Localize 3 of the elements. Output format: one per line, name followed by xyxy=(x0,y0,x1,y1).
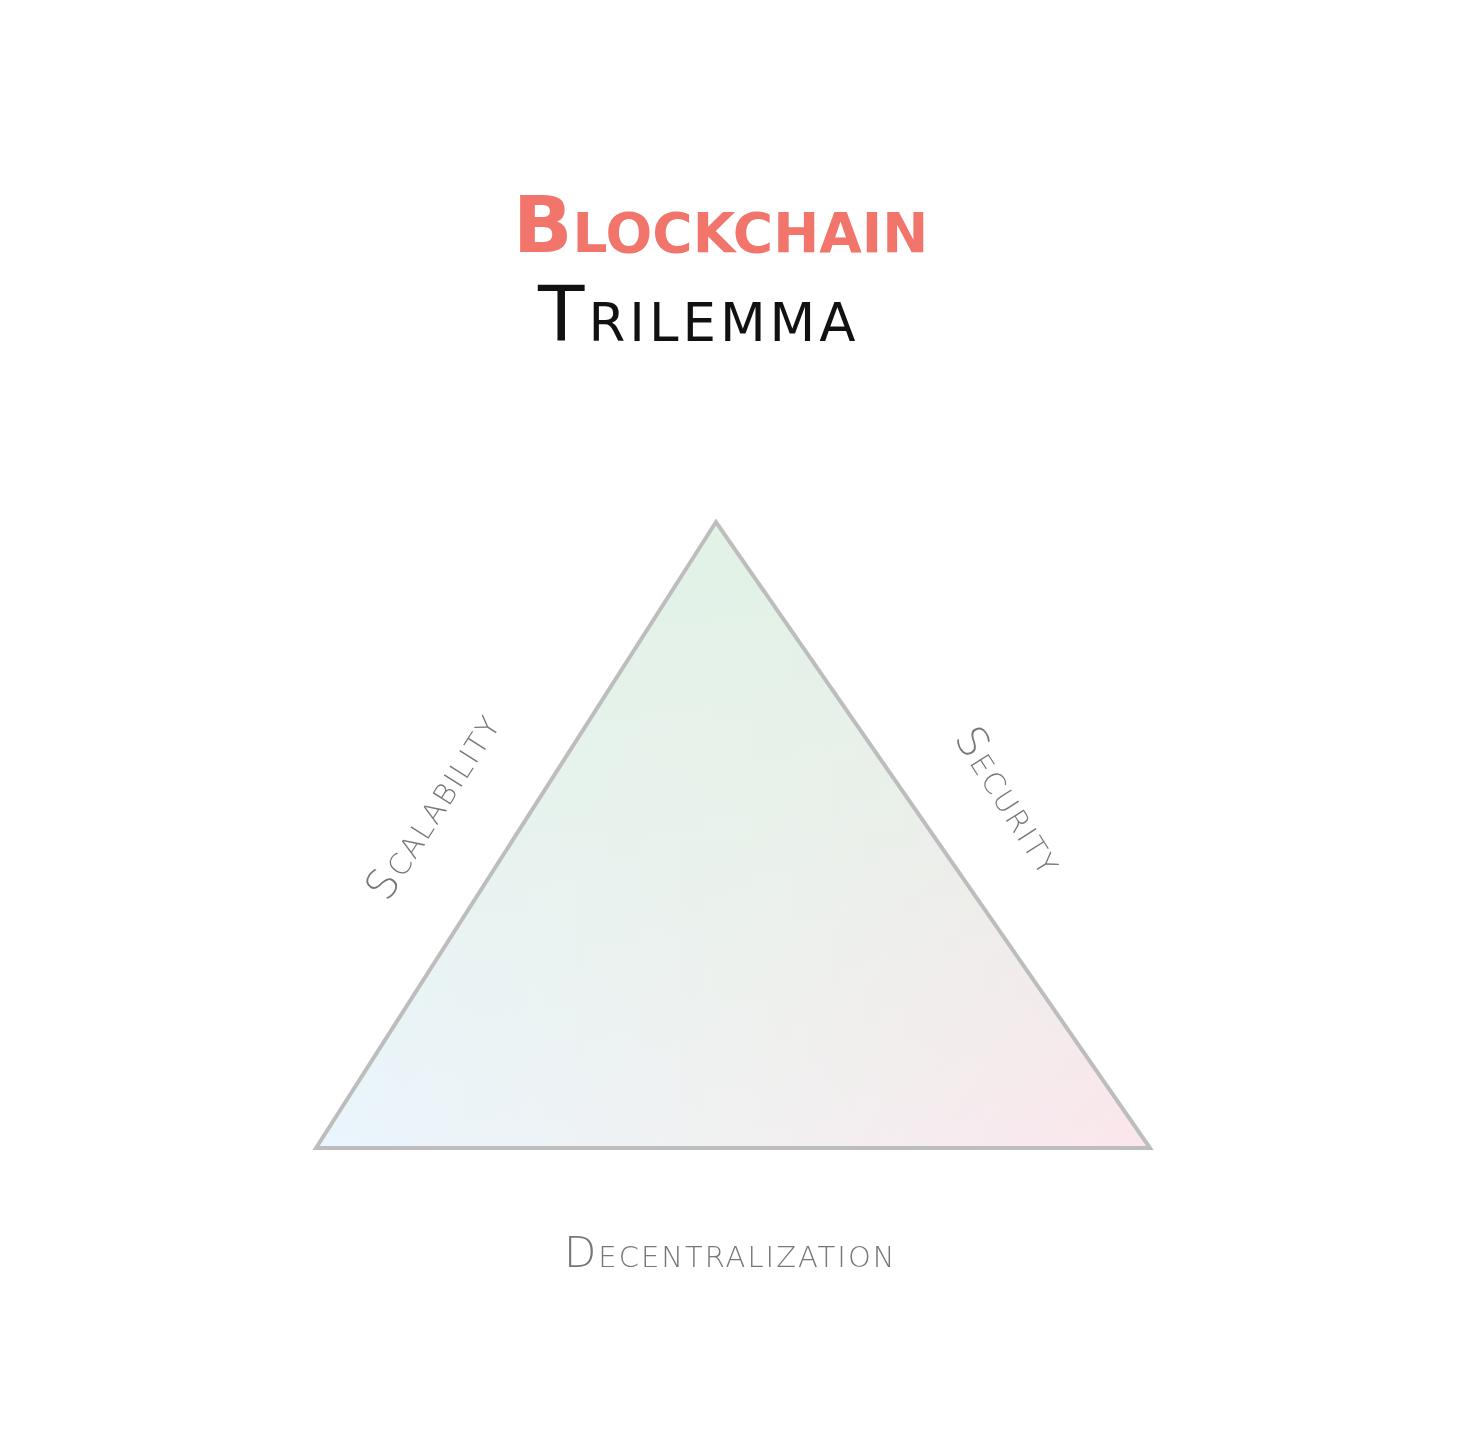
title: Trilemma xyxy=(538,270,860,359)
title: Blockchain xyxy=(513,180,929,270)
side-label: Decentralization xyxy=(564,1227,897,1277)
